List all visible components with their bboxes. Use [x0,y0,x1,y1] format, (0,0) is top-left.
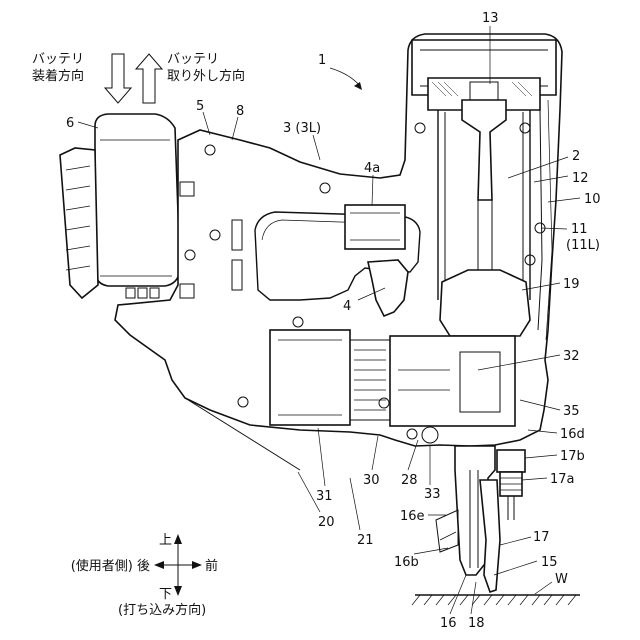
down-direction-arrow-icon [174,586,182,596]
label-28: 28 [401,473,418,488]
label-1: 1 [318,53,326,68]
label-6: 6 [66,116,74,131]
label-21: 21 [357,533,374,548]
direction-back-label: (使用者側) 後 [71,558,150,574]
battery-direction-legend: バッテリ 装着方向 バッテリ 取り外し方向 [32,52,245,103]
label-5: 5 [196,99,204,114]
label-4: 4 [343,299,351,314]
arrow-icon [354,82,362,90]
label-16e: 16e [400,509,425,524]
label-16: 16 [440,616,457,631]
label-11: 11 [571,222,588,237]
label-33: 33 [424,487,441,502]
label-3: 3 (3L) [283,121,321,136]
label-18: 18 [468,616,485,631]
label-2: 2 [572,149,580,164]
attach-direction-label-line2: 装着方向 [32,68,84,84]
label-17: 17 [533,530,550,545]
down-arrow-icon [105,54,131,103]
label-15: 15 [541,555,558,570]
label-32: 32 [563,349,580,364]
direction-up-label: 上 [159,533,172,548]
direction-indicator: 上 下 (使用者側) 後 前 (打ち込み方向) [71,533,218,618]
up-arrow-icon [136,54,162,103]
attach-direction-label-line1: バッテリ [32,52,84,67]
label-17a: 17a [550,472,575,487]
label-8: 8 [236,104,244,119]
up-direction-arrow-icon [174,534,182,544]
direction-drive-label: (打ち込み方向) [118,602,206,618]
back-direction-arrow-icon [154,561,164,569]
label-11L: (11L) [566,238,600,253]
label-10: 10 [584,192,601,207]
label-19: 19 [563,277,580,292]
label-16b: 16b [394,555,419,570]
label-20: 20 [318,515,335,530]
label-35: 35 [563,404,580,419]
workpiece-label: W [555,572,568,587]
label-13: 13 [482,11,499,26]
label-12: 12 [572,171,589,186]
tool-body [60,34,562,592]
label-30: 30 [363,473,380,488]
detach-direction-label-line1: バッテリ [167,52,219,67]
front-direction-arrow-icon [192,561,202,569]
label-17b: 17b [560,449,585,464]
direction-front-label: 前 [205,558,218,574]
label-16d: 16d [560,427,585,442]
label-31: 31 [316,489,333,504]
detach-direction-label-line2: 取り外し方向 [167,68,245,84]
direction-down-label: 下 [159,587,172,602]
label-4a: 4a [364,161,380,176]
